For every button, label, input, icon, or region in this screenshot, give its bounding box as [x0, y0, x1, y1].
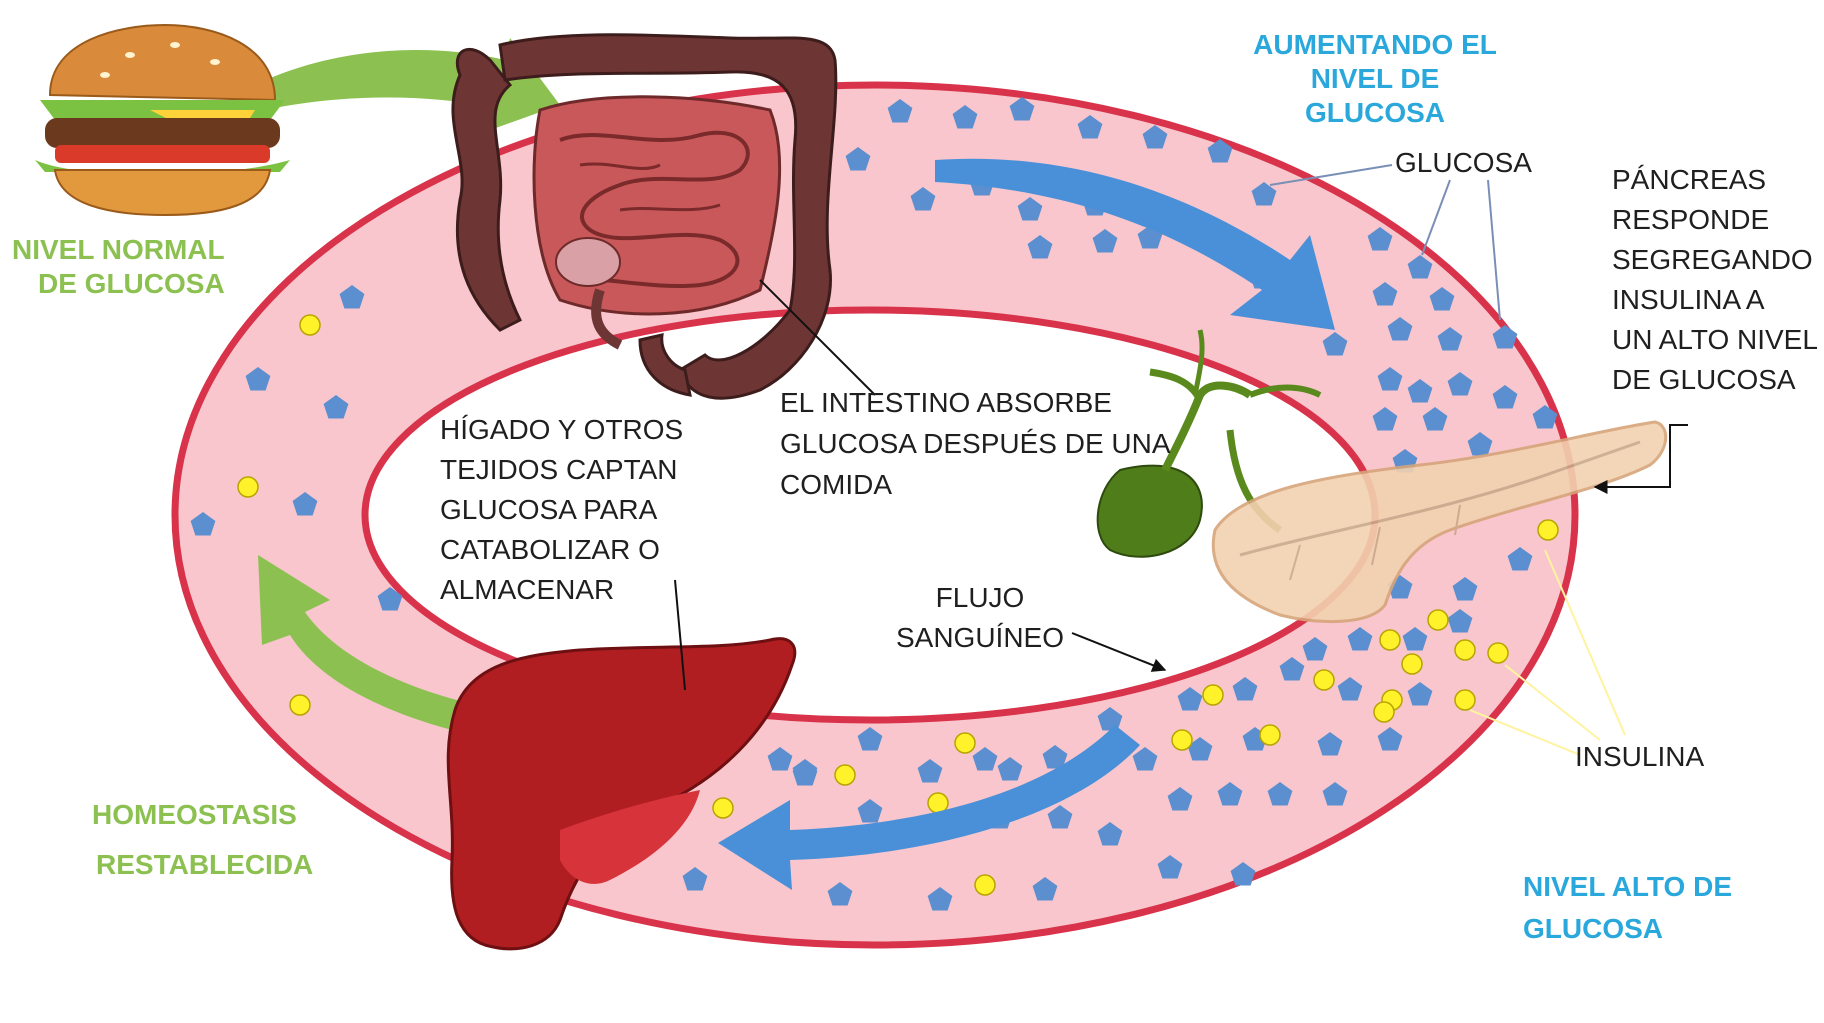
pancreas-label-line4: INSULINA A: [1612, 280, 1818, 320]
insulin-particle: [290, 695, 310, 715]
liver-tissues-label-line5: ALMACENAR: [440, 570, 683, 610]
high-glucose-label: NIVEL ALTO DE GLUCOSA: [1523, 866, 1732, 950]
intestine-label: EL INTESTINO ABSORBE GLUCOSA DESPUÉS DE …: [780, 382, 1171, 505]
liver-tissues-label-line4: CATABOLIZAR O: [440, 530, 683, 570]
pancreas-label-line6: DE GLUCOSA: [1612, 360, 1818, 400]
insulin-particle: [1538, 520, 1558, 540]
pancreas-label-line2: RESPONDE: [1612, 200, 1818, 240]
pancreas-label: PÁNCREAS RESPONDE SEGREGANDO INSULINA A …: [1612, 160, 1818, 400]
glucose-label: GLUCOSA: [1395, 146, 1532, 180]
insulin-particle: [1402, 654, 1422, 674]
liver-tissues-label: HÍGADO Y OTROS TEJIDOS CAPTAN GLUCOSA PA…: [440, 410, 683, 610]
liver-tissues-label-line1: HÍGADO Y OTROS: [440, 410, 683, 450]
insulin-particle: [238, 477, 258, 497]
insulin-particle: [1380, 630, 1400, 650]
insulin-label: INSULINA: [1575, 740, 1704, 774]
homeostasis-label: HOMEOSTASIS RESTABLECIDA: [92, 790, 313, 890]
increasing-glucose-label-line2: NIVEL DE: [1235, 62, 1515, 96]
insulin-particle: [1260, 725, 1280, 745]
pancreas-label-line3: SEGREGANDO: [1612, 240, 1818, 280]
normal-glucose-label-line2: DE GLUCOSA: [12, 267, 225, 301]
insulin-particle: [1455, 640, 1475, 660]
liver-tissues-label-line3: GLUCOSA PARA: [440, 490, 683, 530]
increasing-glucose-label-line3: GLUCOSA: [1235, 96, 1515, 130]
high-glucose-label-line1: NIVEL ALTO DE: [1523, 866, 1732, 908]
homeostasis-label-line2: RESTABLECIDA: [92, 840, 313, 890]
insulin-particle: [1172, 730, 1192, 750]
insulin-particle: [835, 765, 855, 785]
hamburger-icon: [35, 25, 290, 215]
intestine-label-line3: COMIDA: [780, 464, 1171, 505]
insulin-particle: [1374, 702, 1394, 722]
insulin-particle: [1203, 685, 1223, 705]
insulin-particle: [1455, 690, 1475, 710]
insulin-particle: [713, 798, 733, 818]
intestine-label-line2: GLUCOSA DESPUÉS DE UNA: [780, 423, 1171, 464]
insulin-particle: [1314, 670, 1334, 690]
insulin-particle: [1428, 610, 1448, 630]
increasing-glucose-label: AUMENTANDO EL NIVEL DE GLUCOSA: [1235, 28, 1515, 130]
increasing-glucose-label-line1: AUMENTANDO EL: [1235, 28, 1515, 62]
insulin-label-text: INSULINA: [1575, 740, 1704, 774]
high-glucose-label-line2: GLUCOSA: [1523, 908, 1732, 950]
insulin-particle: [1488, 643, 1508, 663]
insulin-particle: [300, 315, 320, 335]
blood-flow-label: FLUJO SANGUÍNEO: [880, 578, 1080, 658]
pancreas-label-line1: PÁNCREAS: [1612, 160, 1818, 200]
liver-tissues-label-line2: TEJIDOS CAPTAN: [440, 450, 683, 490]
blood-flow-label-line1: FLUJO: [880, 578, 1080, 618]
blood-flow-label-line2: SANGUÍNEO: [880, 618, 1080, 658]
pancreas-label-line5: UN ALTO NIVEL: [1612, 320, 1818, 360]
insulin-particle: [975, 875, 995, 895]
insulin-particle: [955, 733, 975, 753]
normal-glucose-label: NIVEL NORMAL DE GLUCOSA: [12, 233, 225, 301]
normal-glucose-label-line1: NIVEL NORMAL: [12, 233, 225, 267]
glucose-label-text: GLUCOSA: [1395, 146, 1532, 180]
homeostasis-label-line1: HOMEOSTASIS: [92, 790, 313, 840]
intestine-label-line1: EL INTESTINO ABSORBE: [780, 382, 1171, 423]
